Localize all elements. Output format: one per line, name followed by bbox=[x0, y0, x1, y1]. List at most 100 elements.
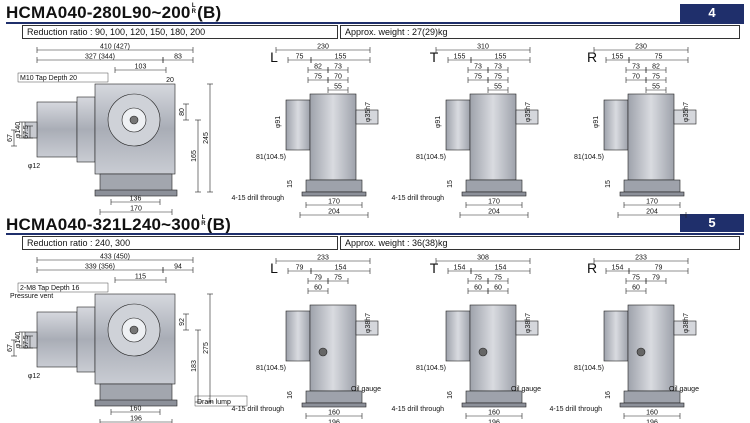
reduction-ratio-box: Reduction ratio : 90, 100, 120, 150, 180… bbox=[22, 25, 338, 39]
dimension-label: 92 bbox=[179, 318, 186, 326]
gearbox-side bbox=[309, 93, 357, 181]
base-plate bbox=[619, 191, 685, 197]
dimension-label: 81(104.5) bbox=[574, 154, 604, 161]
dimension-label: 60 bbox=[474, 285, 482, 292]
dimension-label: 60 bbox=[314, 285, 322, 292]
dimension-label: 115 bbox=[135, 274, 146, 281]
dimension-label: 15 bbox=[447, 180, 454, 188]
foot-block bbox=[305, 179, 363, 193]
drill-label: 4-15 drill through bbox=[231, 195, 284, 202]
dimension-label: 327 (344) bbox=[85, 54, 115, 61]
dimension-label: 15 bbox=[287, 180, 294, 188]
motor-side bbox=[603, 310, 629, 362]
gearbox-side bbox=[627, 304, 675, 392]
tap-label: 2-M8 Tap Depth 16 bbox=[20, 285, 80, 292]
base-foot bbox=[94, 189, 178, 197]
foot-block bbox=[623, 179, 681, 193]
reduction-ratio-box: Reduction ratio : 240, 300 bbox=[22, 236, 338, 250]
dimension-label: 82 bbox=[652, 64, 660, 71]
model-code: HCMA040-280L90~200 bbox=[6, 3, 191, 22]
dimension-label: 79 bbox=[314, 275, 322, 282]
dimension-label: 170 bbox=[488, 199, 500, 206]
view-letter: R bbox=[587, 49, 597, 65]
dimension-label: 204 bbox=[646, 209, 658, 216]
gearbox-side bbox=[627, 93, 675, 181]
dimension-label: 16 bbox=[287, 391, 294, 399]
dimension-label: 75 bbox=[632, 275, 640, 282]
drill-label: 4-15 drill through bbox=[391, 195, 444, 202]
dimension-label: 155 bbox=[454, 54, 466, 61]
weight-box: Approx. weight : 36(38)kg bbox=[340, 236, 740, 250]
dimension-label: φ12 bbox=[28, 163, 40, 170]
dimension-label: 155 bbox=[335, 54, 347, 61]
dimension-label: φ35h7 bbox=[365, 102, 372, 122]
tap-label: M10 Tap Depth 20 bbox=[20, 75, 77, 82]
base-plate bbox=[301, 191, 367, 197]
dimension-label: 160 bbox=[646, 410, 658, 417]
gearbox-base bbox=[99, 173, 173, 193]
motor-body bbox=[36, 101, 78, 158]
dimension-label: 70 bbox=[632, 74, 640, 81]
dimension-label: 196 bbox=[328, 420, 340, 423]
dimension-label: 75 bbox=[334, 275, 342, 282]
dimension-label: 80 bbox=[179, 108, 186, 116]
page-number-badge: 4 bbox=[680, 4, 744, 22]
oil-gauge-label: Oil gauge bbox=[511, 386, 541, 393]
dimension-label: 160 bbox=[130, 406, 142, 413]
output-shaft bbox=[673, 320, 697, 336]
output-shaft bbox=[355, 109, 379, 125]
dimension-label: 233 bbox=[317, 255, 329, 262]
dimension-label: 204 bbox=[488, 209, 500, 216]
model-suffix: (B) bbox=[206, 215, 231, 234]
dimension-label: 75 bbox=[296, 54, 304, 61]
view-letter: R bbox=[587, 260, 597, 276]
oil-gauge-icon bbox=[636, 347, 646, 357]
dimension-label: 154 bbox=[495, 265, 507, 272]
dimension-label: 81(104.5) bbox=[574, 365, 604, 372]
dimension-label: 75 bbox=[652, 74, 660, 81]
drain-callout-box bbox=[194, 395, 248, 407]
vent-label: Pressure vent bbox=[10, 293, 53, 300]
dimension-label: 75 bbox=[494, 275, 502, 282]
dimension-label: 79 bbox=[655, 265, 663, 272]
dimension-label: 60 bbox=[494, 285, 502, 292]
oil-gauge-label: Oil gauge bbox=[351, 386, 381, 393]
drill-label: 4-15 drill through bbox=[391, 406, 444, 413]
output-shaft bbox=[355, 320, 379, 336]
dimension-label: 339 (356) bbox=[85, 264, 115, 271]
oil-gauge-icon bbox=[318, 347, 328, 357]
model-code: HCMA040-321L240~300 bbox=[6, 215, 201, 234]
gearbox-side bbox=[469, 304, 517, 392]
dimension-label: 79 bbox=[296, 265, 304, 272]
dimension-label: 73 bbox=[474, 64, 482, 71]
dimension-label: 16 bbox=[605, 391, 612, 399]
dimension-label: 55 bbox=[494, 84, 502, 91]
dimension-label: 15 bbox=[605, 180, 612, 188]
dimension-label: 67 bbox=[7, 344, 14, 352]
dimension-label: 155 bbox=[612, 54, 624, 61]
dimension-label: 160 bbox=[488, 410, 500, 417]
dimension-label: 196 bbox=[646, 420, 658, 423]
dimension-label: 154 bbox=[335, 265, 347, 272]
drain-label: Drain lump bbox=[197, 399, 231, 406]
dimension-label: 410 (427) bbox=[100, 44, 130, 51]
foot-block bbox=[465, 179, 523, 193]
drill-label: 4-15 drill through bbox=[549, 406, 602, 413]
dimension-label: φ91 bbox=[593, 116, 600, 128]
dimension-label: φ38h7 bbox=[525, 313, 532, 333]
dimension-label: 75 bbox=[474, 74, 482, 81]
section-divider bbox=[6, 233, 744, 235]
dimension-label: 81(104.5) bbox=[416, 365, 446, 372]
output-shaft bbox=[515, 109, 539, 125]
dimension-label: φ12 bbox=[28, 373, 40, 380]
motor-flange bbox=[76, 96, 96, 163]
dimension-label: 204 bbox=[328, 209, 340, 216]
dimension-label: 67.5 bbox=[23, 125, 30, 139]
shaft-center bbox=[129, 115, 139, 125]
dimension-label: 275 bbox=[203, 342, 210, 354]
motor-side bbox=[445, 310, 471, 362]
dimension-label: 165 bbox=[191, 150, 198, 162]
